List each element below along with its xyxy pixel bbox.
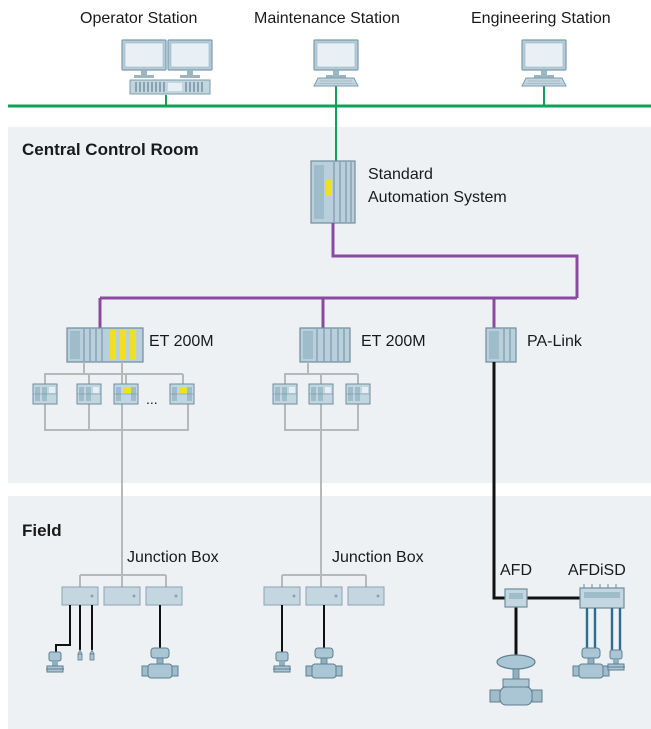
afd-label: AFD [500, 562, 532, 579]
io-module-left-2 [76, 383, 102, 405]
afdisd-wiring [585, 608, 622, 650]
junction-wiring-right [281, 574, 367, 587]
junction-box-left-2 [103, 586, 141, 606]
junction-box-right-3 [347, 586, 385, 606]
junction-box-right-1 [263, 586, 301, 606]
io-module-left-3 [113, 383, 139, 405]
io-module-right-2 [308, 383, 334, 405]
field-wiring-right [281, 605, 325, 652]
pa-link-label: PA-Link [527, 333, 582, 350]
control-room-label: Central Control Room [22, 140, 199, 159]
field-wiring-left [55, 605, 161, 652]
junction-box-left-1 [61, 586, 99, 606]
operator-station-label: Operator Station [80, 10, 198, 27]
maintenance-station-label: Maintenance Station [254, 10, 400, 27]
junction-box-left-label: Junction Box [127, 549, 219, 566]
et200m-right-icon [299, 327, 351, 363]
pa-link-icon [485, 327, 517, 363]
io-wiring-right [284, 362, 359, 590]
maintenance-station-icon [313, 39, 359, 87]
io-module-right-1 [272, 383, 298, 405]
afdisd-label: AFDiSD [568, 562, 626, 579]
et200m-right-label: ET 200M [361, 333, 426, 350]
io-ellipsis-label: ... [146, 391, 158, 407]
io-module-left-1 [32, 383, 58, 405]
et200m-left-label: ET 200M [149, 333, 214, 350]
control-valve-icon [489, 654, 543, 706]
automation-system-icon [310, 160, 356, 224]
field-zone [8, 496, 651, 729]
io-module-right-3 [345, 383, 371, 405]
engineering-station-icon [521, 39, 567, 87]
et200m-left-icon [66, 327, 144, 363]
io-module-left-4 [169, 383, 195, 405]
profibus-dp-lines [98, 223, 579, 328]
junction-box-right-label: Junction Box [332, 549, 424, 566]
junction-box-left-3 [145, 586, 183, 606]
automation-system-label-line2: Automation System [368, 189, 507, 206]
afd-icon [504, 588, 528, 608]
junction-wiring-left [79, 574, 167, 587]
profibus-pa-lines [492, 362, 580, 655]
automation-system-label-line1: Standard [368, 166, 433, 183]
operator-station-icon [121, 39, 213, 95]
field-label: Field [22, 521, 62, 540]
afdisd-icon [579, 584, 625, 609]
junction-box-right-2 [305, 586, 343, 606]
engineering-station-label: Engineering Station [471, 10, 611, 27]
